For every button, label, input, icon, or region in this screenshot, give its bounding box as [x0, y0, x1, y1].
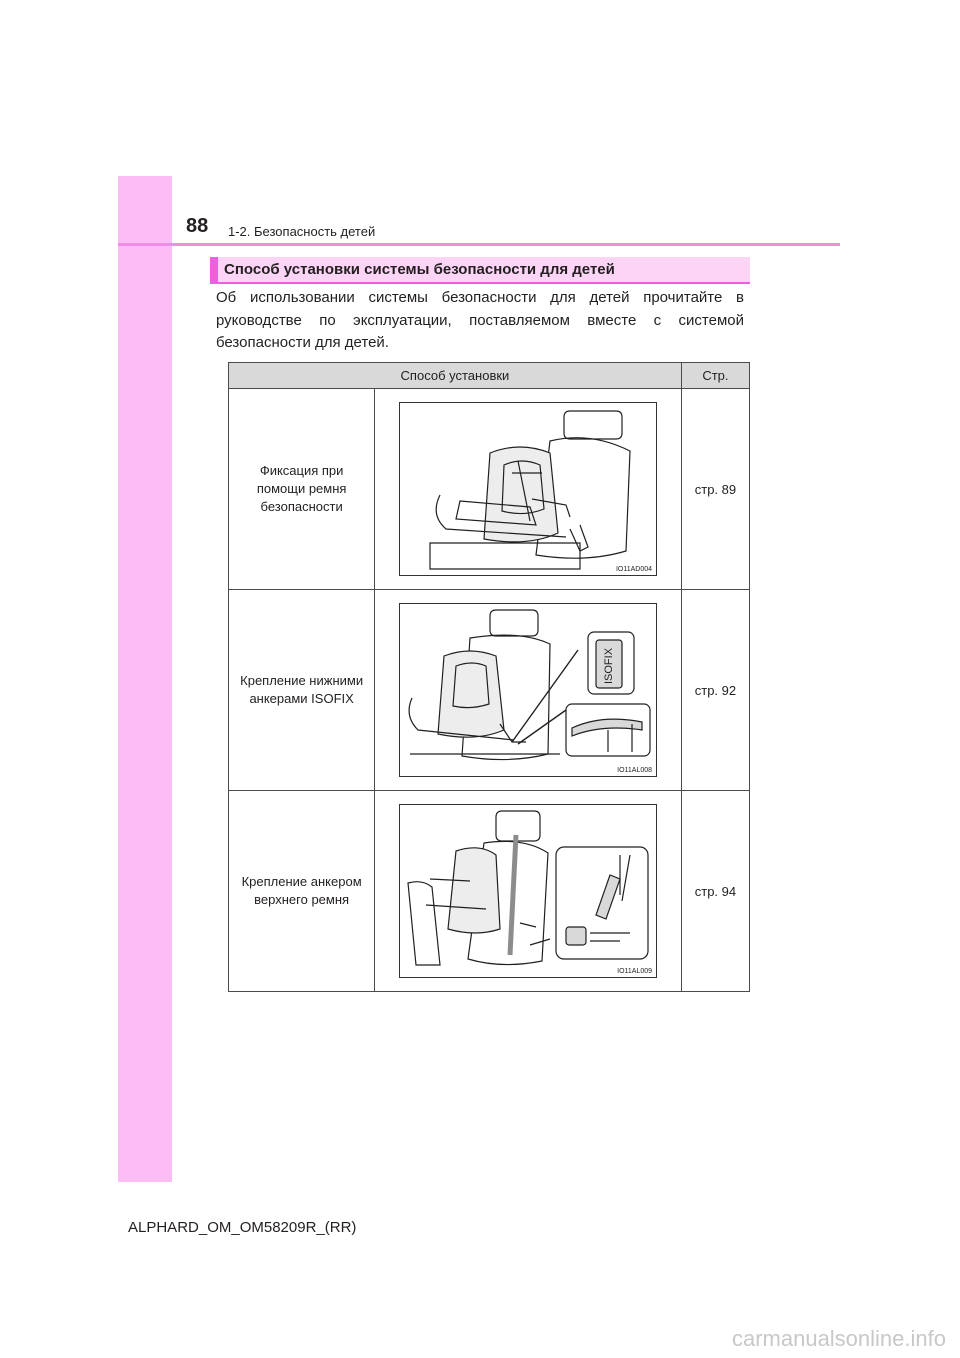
- title-accent: [210, 257, 218, 282]
- method-isofix-label: Крепление нижними анкерами ISOFIX: [240, 673, 364, 706]
- method-seatbelt-label: Фиксация при помощи ремня безопасности: [256, 463, 347, 514]
- seatbelt-illustration: IO11AD004: [399, 402, 658, 576]
- isofix-illustration: ISOFIX IO11AL008: [399, 603, 658, 777]
- method-top-tether-label: Крепление анкером верхнего ремня: [241, 874, 362, 907]
- installation-methods-table: Способ установки Стр. Фиксация при помощ…: [227, 362, 751, 992]
- method-cell: Крепление нижними анкерами ISOFIX: [227, 589, 376, 791]
- illustration-cell: IO11AD004: [374, 388, 682, 590]
- illustration-cell: IO11AL009: [374, 790, 682, 992]
- section-title-bar: Способ установки системы безопасности дл…: [210, 257, 750, 284]
- method-cell: Фиксация при помощи ремня безопасности: [227, 388, 376, 590]
- top-tether-illustration: IO11AL009: [399, 804, 658, 978]
- isofix-tag-label: ISOFIX: [603, 647, 615, 684]
- title-underline: [210, 282, 750, 284]
- image-code: IO11AD004: [615, 566, 653, 573]
- page-cell: стр. 94: [680, 790, 751, 992]
- page-number: 88: [186, 215, 209, 237]
- table-row: Крепление анкером верхнего ремня: [227, 790, 751, 992]
- section-label: 1-2. Безопасность детей: [228, 224, 376, 239]
- section-title: Способ установки системы безопасности дл…: [224, 261, 615, 278]
- header-rule: [118, 243, 840, 246]
- table-row: Крепление нижними анкерами ISOFIX ISO: [227, 589, 751, 791]
- table-header-row: Способ установки Стр.: [228, 362, 751, 389]
- document-code: ALPHARD_OM_OM58209R_(RR): [128, 1219, 357, 1236]
- page-cell: стр. 92: [680, 589, 751, 791]
- page-cell: стр. 89: [680, 388, 751, 590]
- header-page: Стр.: [680, 362, 751, 389]
- side-tab-strip: [118, 176, 172, 1182]
- title-fill: [218, 257, 750, 282]
- image-code: IO11AL009: [617, 968, 653, 975]
- header-method: Способ установки: [228, 362, 682, 389]
- illustration-cell: ISOFIX IO11AL008: [374, 589, 682, 791]
- table-row: Фиксация при помощи ремня безопасности: [227, 388, 751, 590]
- watermark: carmanualsonline.info: [731, 1326, 946, 1351]
- image-code: IO11AL008: [617, 767, 653, 774]
- intro-paragraph: Об использовании системы безопасности дл…: [216, 289, 744, 351]
- method-cell: Крепление анкером верхнего ремня: [227, 790, 376, 992]
